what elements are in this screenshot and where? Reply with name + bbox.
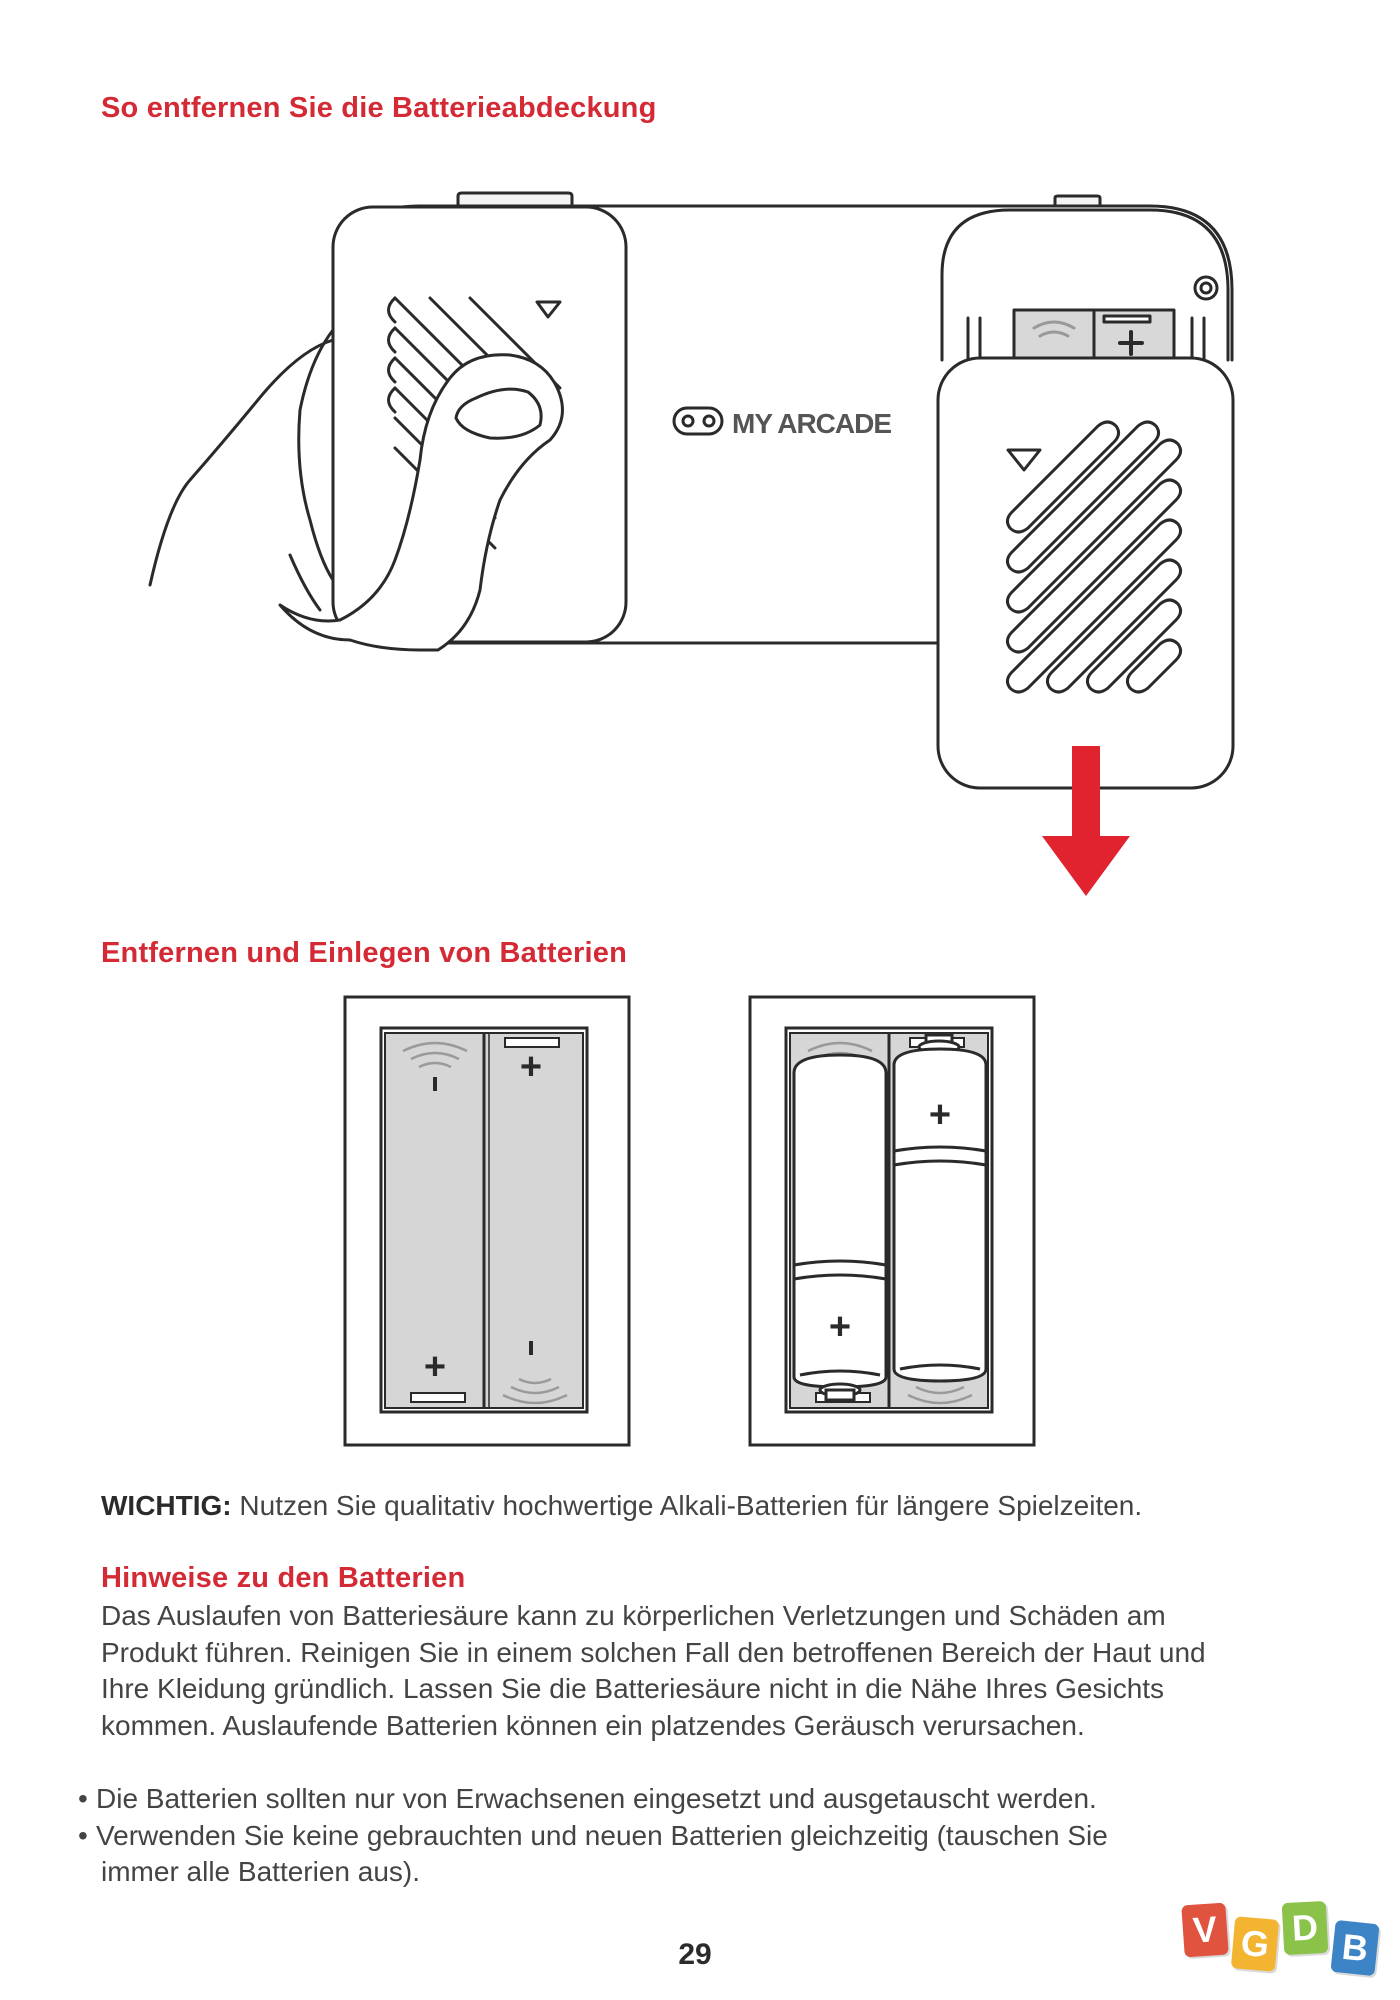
page-number: 29 [678, 1938, 712, 1971]
heading-remove-cover: So entfernen Sie die Batterieabdeckung [101, 92, 657, 124]
logo-tile: V [1181, 1902, 1229, 1958]
heading-battery-notes: Hinweise zu den Batterien [101, 1562, 466, 1594]
logo-tile: B [1330, 1919, 1380, 1977]
paragraph-line: kommen. Auslaufende Batterien können ein… [101, 1709, 1085, 1741]
logo-tile: D [1281, 1900, 1329, 1956]
device-brand-text: MY ARCADE [732, 408, 891, 439]
list-item: •Die Batterien sollten nur von Erwachsen… [78, 1781, 1108, 1818]
battery-plus-sign: + [829, 1306, 851, 1348]
important-text: Nutzen Sie qualitativ hochwertige Alkali… [231, 1490, 1143, 1521]
battery-left [792, 1053, 888, 1402]
slide-down-arrow-icon [1042, 746, 1130, 896]
illustration-remove-cover: MY ARCADE [148, 191, 1235, 896]
important-label: WICHTIG: [101, 1490, 232, 1521]
battery-compartment-empty: + + [343, 995, 631, 1447]
important-note: WICHTIG: Nutzen Sie qualitativ hochwerti… [101, 1490, 1142, 1522]
battery-bullet-list: •Die Batterien sollten nur von Erwachsen… [78, 1781, 1108, 1891]
bullet-marker: • [78, 1783, 88, 1814]
heading-batteries: Entfernen und Einlegen von Batterien [101, 937, 628, 969]
paragraph-line: Das Auslaufen von Batteriesäure kann zu … [101, 1600, 1166, 1631]
battery-compartment-filled: + + [748, 995, 1036, 1447]
paragraph-line: Produkt führen. Reinigen Sie in einem so… [101, 1636, 1206, 1668]
vgdb-watermark-logo: V G D B [1181, 1900, 1388, 1982]
battery-notes-paragraph: Das Auslaufen von Batteriesäure kann zu … [101, 1598, 1206, 1744]
battery-right [892, 1033, 988, 1383]
paragraph-line: Ihre Kleidung gründlich. Lassen Sie die … [101, 1673, 1165, 1704]
logo-tile: G [1230, 1916, 1280, 1972]
compartment-plus-sign: + [520, 1046, 542, 1088]
list-item-continuation: immer alle Batterien aus). [101, 1856, 421, 1887]
compartment-plus-sign: + [424, 1346, 446, 1388]
bullet-marker: • [78, 1819, 88, 1851]
list-item: •Verwenden Sie keine gebrauchten und neu… [78, 1818, 1108, 1855]
battery-plus-sign: + [929, 1094, 951, 1136]
